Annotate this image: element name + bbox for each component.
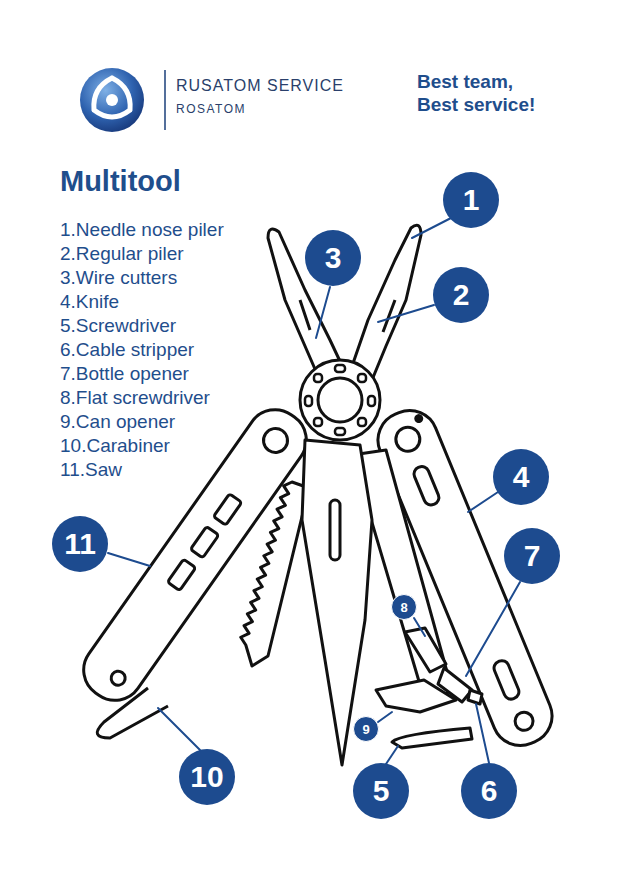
callout-number-text: 8 [400,601,407,614]
legend-item: 2.Regular piler [60,242,184,266]
brand-sub: ROSATOM [176,101,246,117]
callout-number-text: 2 [453,280,470,310]
carabiner [97,688,168,738]
legend-item-text: 6.Cable stripper [60,339,194,360]
flat-screwdriver [405,628,446,672]
legend-item-text: 3.Wire cutters [60,267,177,288]
callout-number-text: 10 [190,762,223,792]
tool-drawing [73,225,561,765]
callout-number: 2 [433,267,489,323]
callout-number-text: 11 [64,529,96,559]
pivot-inner [318,378,362,422]
callout-number-text: 1 [463,185,480,215]
logo [80,68,165,132]
legend-item: 7.Bottle opener [60,362,189,386]
screwdriver-tip [392,728,472,748]
callout-number: 9 [353,716,379,742]
brand-name: RUSATOM SERVICE [176,76,344,96]
cable-stripper [468,690,482,704]
knife-slot [330,500,340,560]
legend-item: 6.Cable stripper [60,338,194,362]
saw-blade [241,482,309,666]
callout-number: 6 [461,763,517,819]
callout-number: 11 [52,516,108,572]
brand-sub-text: ROSATOM [176,102,246,116]
legend-item: 1.Needle nose piler [60,218,224,242]
legend-item-text: 4.Knife [60,291,119,312]
callout-number-text: 9 [362,723,369,736]
legend-item-text: 9.Can opener [60,411,175,432]
brand-name-text: RUSATOM SERVICE [176,77,344,94]
callout-number: 4 [493,449,549,505]
legend-item-text: 8.Flat screwdriver [60,387,210,408]
callout-number-text: 3 [325,243,342,273]
diagram-title: Multitool [60,163,181,199]
legend-item: 4.Knife [60,290,119,314]
diagram-title-text: Multitool [60,165,181,197]
callout-number-text: 5 [373,776,390,806]
jaw-detail [300,300,395,332]
legend-item-text: 10.Carabiner [60,435,170,456]
callout-number: 8 [391,594,417,620]
callout-number-text: 6 [481,776,498,806]
legend-item-text: 5.Screwdriver [60,315,176,336]
legend-item-text: 1.Needle nose piler [60,219,224,240]
pivot [300,360,380,440]
callout-number: 7 [504,528,560,584]
callout-number: 3 [305,230,361,286]
slogan: Best team, Best service! [417,70,545,116]
plier-jaw [350,225,421,380]
legend-item-text: 11.Saw [60,459,122,480]
callout-number: 10 [179,749,235,805]
legend-item: 3.Wire cutters [60,266,177,290]
slogan-text: Best team, Best service! [417,71,535,115]
callout-number: 1 [443,172,499,228]
legend-item: 5.Screwdriver [60,314,176,338]
legend-item: 8.Flat screwdriver [60,386,210,410]
legend-item-text: 2.Regular piler [60,243,184,264]
legend-item: 11.Saw [60,458,122,482]
legend-item: 10.Carabiner [60,434,170,458]
leader-lines [108,218,520,764]
legend-item-text: 7.Bottle opener [60,363,189,384]
callout-number: 5 [353,763,409,819]
callout-number-text: 7 [524,541,541,571]
legend-item: 9.Can opener [60,410,175,434]
pivot-slots [305,365,375,435]
callout-number-text: 4 [513,462,530,492]
